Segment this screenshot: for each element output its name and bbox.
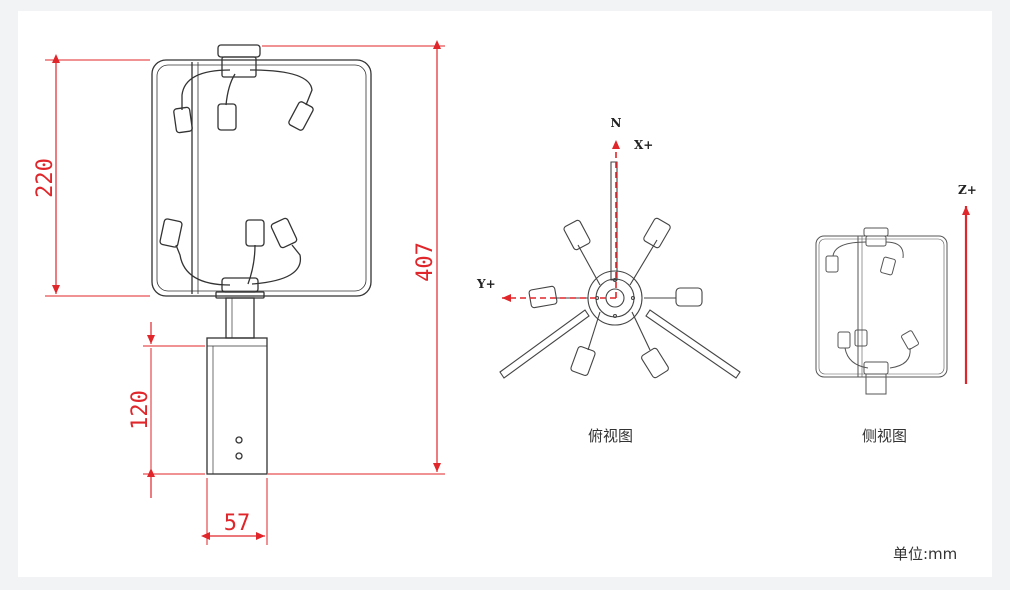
top-hub bbox=[217, 44, 261, 58]
transducer-top-5 bbox=[528, 285, 558, 309]
side-transducer-4 bbox=[854, 329, 868, 347]
dim-57-label: 57 bbox=[224, 511, 251, 536]
top-view-caption: 俯视图 bbox=[588, 427, 634, 445]
transducer-lower-2 bbox=[245, 219, 265, 247]
transducer-arm bbox=[181, 69, 231, 110]
transducer-top-4 bbox=[641, 347, 669, 379]
y-axis-label: Y+ bbox=[476, 277, 496, 291]
side-frame-outer bbox=[815, 235, 948, 378]
dim-407-label: 407 bbox=[413, 242, 438, 282]
transducer-top-6 bbox=[675, 287, 703, 307]
side-view bbox=[815, 227, 948, 395]
unit-note: 单位:mm bbox=[893, 545, 958, 563]
mounting-base bbox=[206, 337, 268, 475]
transducer-upper-3 bbox=[288, 101, 314, 131]
north-label: N bbox=[611, 116, 622, 130]
transducer-upper-2 bbox=[217, 103, 237, 131]
top-hub-outer bbox=[587, 270, 643, 326]
transducer-upper-1 bbox=[173, 106, 193, 134]
side-base bbox=[865, 373, 887, 395]
front-view bbox=[151, 44, 372, 475]
dim-120-label: 120 bbox=[128, 390, 153, 430]
side-top-hub bbox=[863, 227, 889, 237]
transducer-top-3 bbox=[570, 346, 596, 376]
spoke-sw bbox=[499, 309, 590, 379]
top-view bbox=[499, 161, 741, 379]
side-transducer-3 bbox=[837, 331, 851, 349]
dimension-lines bbox=[52, 40, 441, 540]
transducer-lower-1 bbox=[159, 218, 183, 248]
z-axis-label: Z+ bbox=[958, 183, 977, 197]
transducer-lower-3 bbox=[270, 217, 298, 249]
sensor-frame-inner bbox=[156, 64, 367, 292]
side-transducer-1 bbox=[825, 255, 839, 273]
top-view-axes bbox=[502, 140, 620, 302]
side-transducer-5 bbox=[901, 330, 919, 350]
side-view-caption: 侧视图 bbox=[862, 427, 908, 445]
mounting-neck bbox=[225, 297, 255, 339]
sensor-frame-outer bbox=[151, 59, 372, 297]
base-hole bbox=[235, 436, 243, 444]
side-transducer-2 bbox=[880, 256, 896, 276]
transducer-top-2 bbox=[643, 217, 671, 249]
x-axis-label: X+ bbox=[634, 138, 653, 152]
transducer-top-1 bbox=[563, 219, 591, 251]
dim-220-label: 220 bbox=[33, 158, 58, 198]
base-hole bbox=[235, 452, 243, 460]
spoke-se bbox=[645, 309, 741, 379]
